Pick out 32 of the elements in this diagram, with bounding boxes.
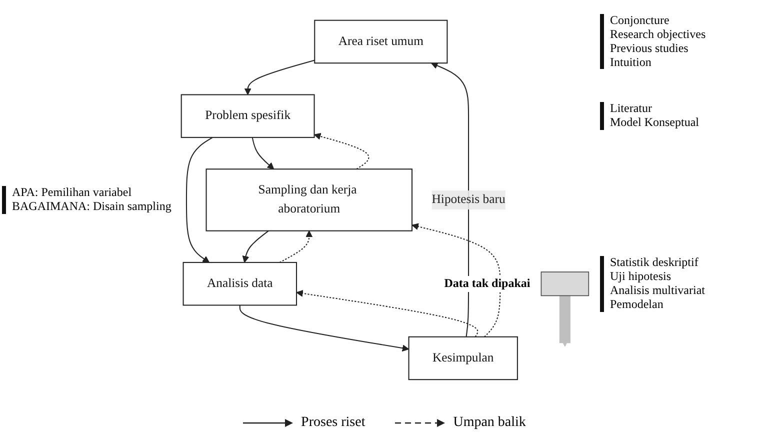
note-text: Statistik deskriptif (610, 256, 700, 270)
arrow (252, 137, 274, 170)
arrow (559, 294, 570, 347)
note-text: Conjoncture (610, 14, 670, 28)
note-text: Pemodelan (610, 298, 664, 312)
note-text: Research objectives (610, 28, 706, 42)
process-box: Area riset umum (314, 20, 448, 64)
bar-shape (540, 272, 590, 296)
note-text: Intuition (610, 56, 652, 70)
arrow (242, 230, 269, 263)
note-text: Uji hipotesis (610, 270, 672, 284)
note-text: Previous studies (610, 42, 690, 56)
caption-text: Data tak dipakai (444, 276, 530, 291)
process-box: Sampling dan kerja aboratorium (206, 168, 412, 232)
note-text: Literatur (610, 102, 653, 116)
note-text: BAGAIMANA: Disain sampling (12, 200, 172, 214)
arrow (412, 223, 501, 338)
arrow (296, 290, 478, 338)
arrow (430, 62, 470, 337)
arrow (279, 230, 313, 263)
arrow (186, 137, 213, 263)
legend-text: Proses riset (301, 414, 366, 430)
arrow (239, 305, 410, 352)
note-text: Model Konseptual (610, 116, 699, 130)
note-text: Analisis multivariat (610, 284, 705, 298)
process-box: Analisis data (182, 262, 298, 306)
arrow (244, 60, 315, 96)
process-box: Problem spesifik (180, 94, 315, 138)
legend-text: Umpan balik (453, 414, 526, 430)
process-box: Kesimpulan (408, 336, 518, 380)
note-text: APA: Pemilihan variabel (12, 186, 133, 200)
arrow (314, 133, 370, 170)
